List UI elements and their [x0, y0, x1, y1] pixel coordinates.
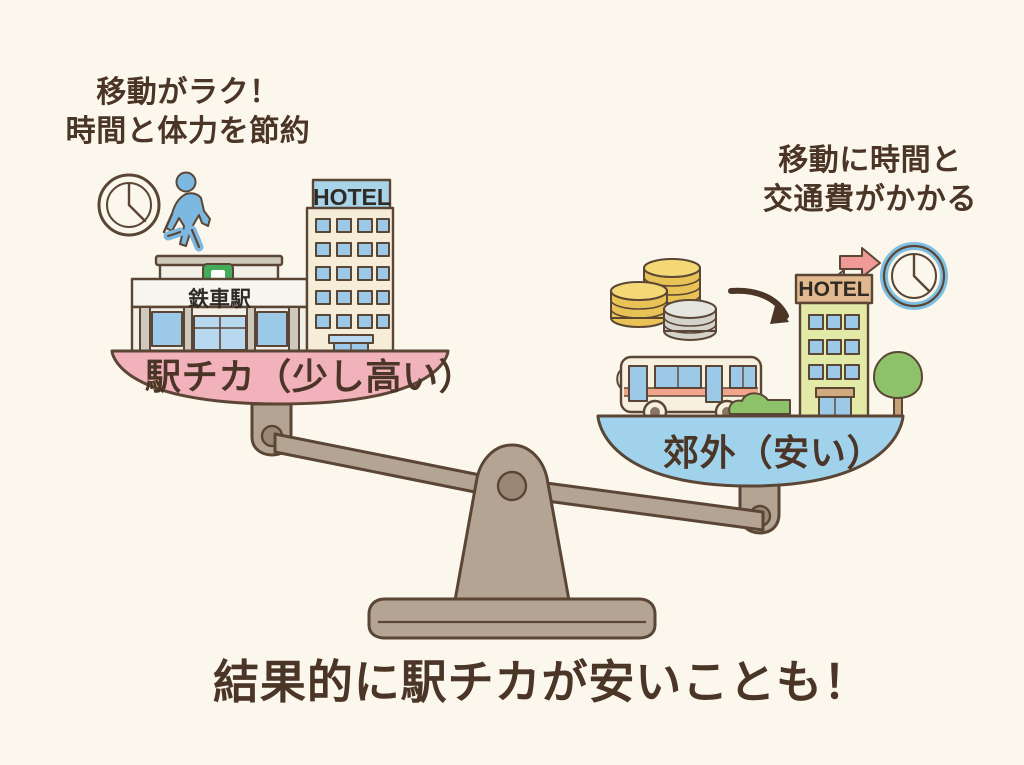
left-note-line2: 時間と体力を節約 — [65, 114, 311, 149]
left-pan-station — [110, 349, 450, 406]
station-sign-text: 鉄車駅 — [188, 287, 251, 311]
bus-icon — [616, 355, 763, 425]
hotel-building-right — [794, 273, 874, 418]
walking-person-icon — [162, 171, 211, 252]
right-pan-suburb — [596, 414, 905, 488]
clock-icon-right — [880, 242, 948, 310]
hotel-right-sign-text: HOTEL — [798, 278, 870, 301]
bush-icon — [728, 392, 791, 415]
hotel-left-sign-text: HOTEL — [313, 184, 391, 210]
right-note-line1: 移動に時間と — [778, 143, 962, 178]
right-pan-label: 郊外（安い） — [663, 433, 884, 474]
coin-stacks-icon — [610, 258, 717, 341]
train-station-building — [130, 254, 309, 354]
curved-arrow-icon — [728, 287, 789, 324]
left-note-line1: 移動がラク！ — [96, 75, 280, 110]
balance-scale-frame — [250, 402, 781, 640]
left-pan-label: 駅チカ（少し高い） — [145, 357, 476, 398]
tree-icon — [873, 351, 923, 417]
bottom-caption: 結果的に駅チカが安いことも！ — [213, 655, 870, 709]
clock-icon-left — [97, 173, 161, 237]
right-note-line2: 交通費がかかる — [762, 182, 978, 217]
